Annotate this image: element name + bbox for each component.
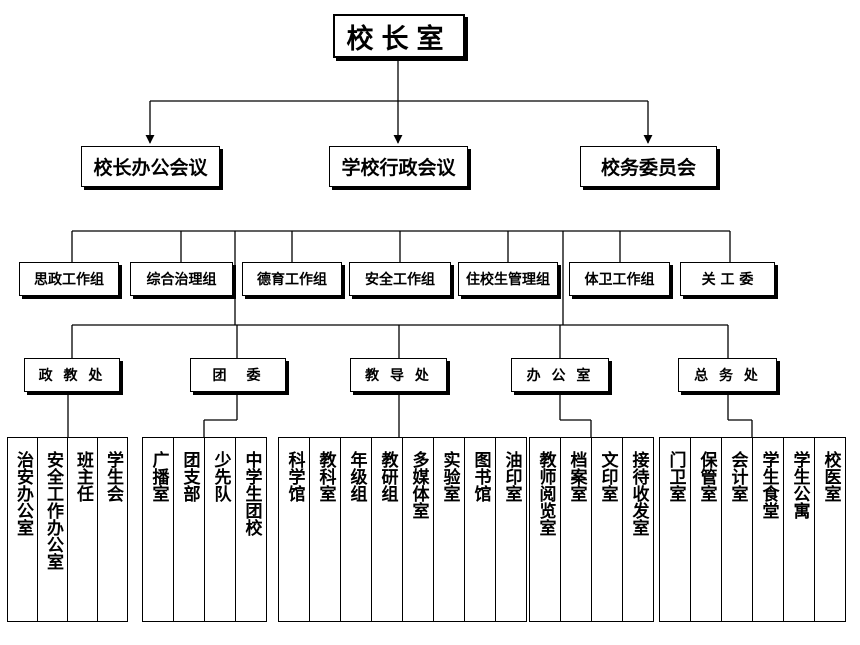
unit-student-dormitory: 学生公寓 — [783, 437, 815, 622]
dept-academic-affairs: 教 导 处 — [350, 358, 447, 392]
group-comprehensive-governance: 综合治理组 — [130, 262, 233, 296]
unit-mimeograph-room: 油印室 — [495, 437, 527, 622]
dept-general-affairs: 总 务 处 — [678, 358, 777, 392]
unit-teacher-reading-room: 教师阅览室 — [529, 437, 561, 622]
unit-reception-mail-room: 接待收发室 — [622, 437, 654, 622]
council-principal-meeting: 校长办公会议 — [81, 146, 220, 187]
group-safety: 安全工作组 — [349, 262, 451, 296]
principal-office-box: 校长室 — [333, 14, 465, 58]
unit-guard-room: 门卫室 — [659, 437, 691, 622]
unit-student-canteen: 学生食堂 — [752, 437, 784, 622]
group-boarding-students: 住校生管理组 — [458, 262, 558, 296]
dept-youth-league: 团 委 — [190, 358, 286, 392]
unit-accounting-room: 会计室 — [721, 437, 753, 622]
unit-student-union: 学生会 — [97, 437, 128, 622]
unit-clinic: 校医室 — [814, 437, 846, 622]
unit-archives-room: 档案室 — [560, 437, 592, 622]
council-admin-meeting: 学校行政会议 — [329, 146, 468, 187]
dept-general-office: 办 公 室 — [511, 358, 609, 392]
unit-science-hall: 科学馆 — [278, 437, 310, 622]
council-school-affairs: 校务委员会 — [580, 146, 717, 187]
unit-teaching-research-group: 教研组 — [371, 437, 403, 622]
unit-security-office: 治安办公室 — [7, 437, 38, 622]
unit-multimedia-room: 多媒体室 — [402, 437, 434, 622]
unit-printing-room: 文印室 — [591, 437, 623, 622]
unit-young-pioneers: 少先队 — [204, 437, 236, 622]
unit-research-office: 教科室 — [309, 437, 341, 622]
unit-class-teachers: 班主任 — [67, 437, 98, 622]
group-sports-health: 体卫工作组 — [569, 262, 670, 296]
unit-storage-room: 保管室 — [690, 437, 722, 622]
unit-grade-group: 年级组 — [340, 437, 372, 622]
unit-safety-work-office: 安全工作办公室 — [37, 437, 68, 622]
group-moral-education: 德育工作组 — [242, 262, 342, 296]
unit-league-branch: 团支部 — [173, 437, 205, 622]
dept-political-education: 政 教 处 — [24, 358, 120, 392]
group-ideology: 思政工作组 — [19, 262, 119, 296]
group-care-committee: 关 工 委 — [680, 262, 775, 296]
unit-library: 图书馆 — [464, 437, 496, 622]
unit-broadcast-room: 广播室 — [142, 437, 174, 622]
unit-league-school: 中学生团校 — [235, 437, 267, 622]
unit-laboratory: 实验室 — [433, 437, 465, 622]
